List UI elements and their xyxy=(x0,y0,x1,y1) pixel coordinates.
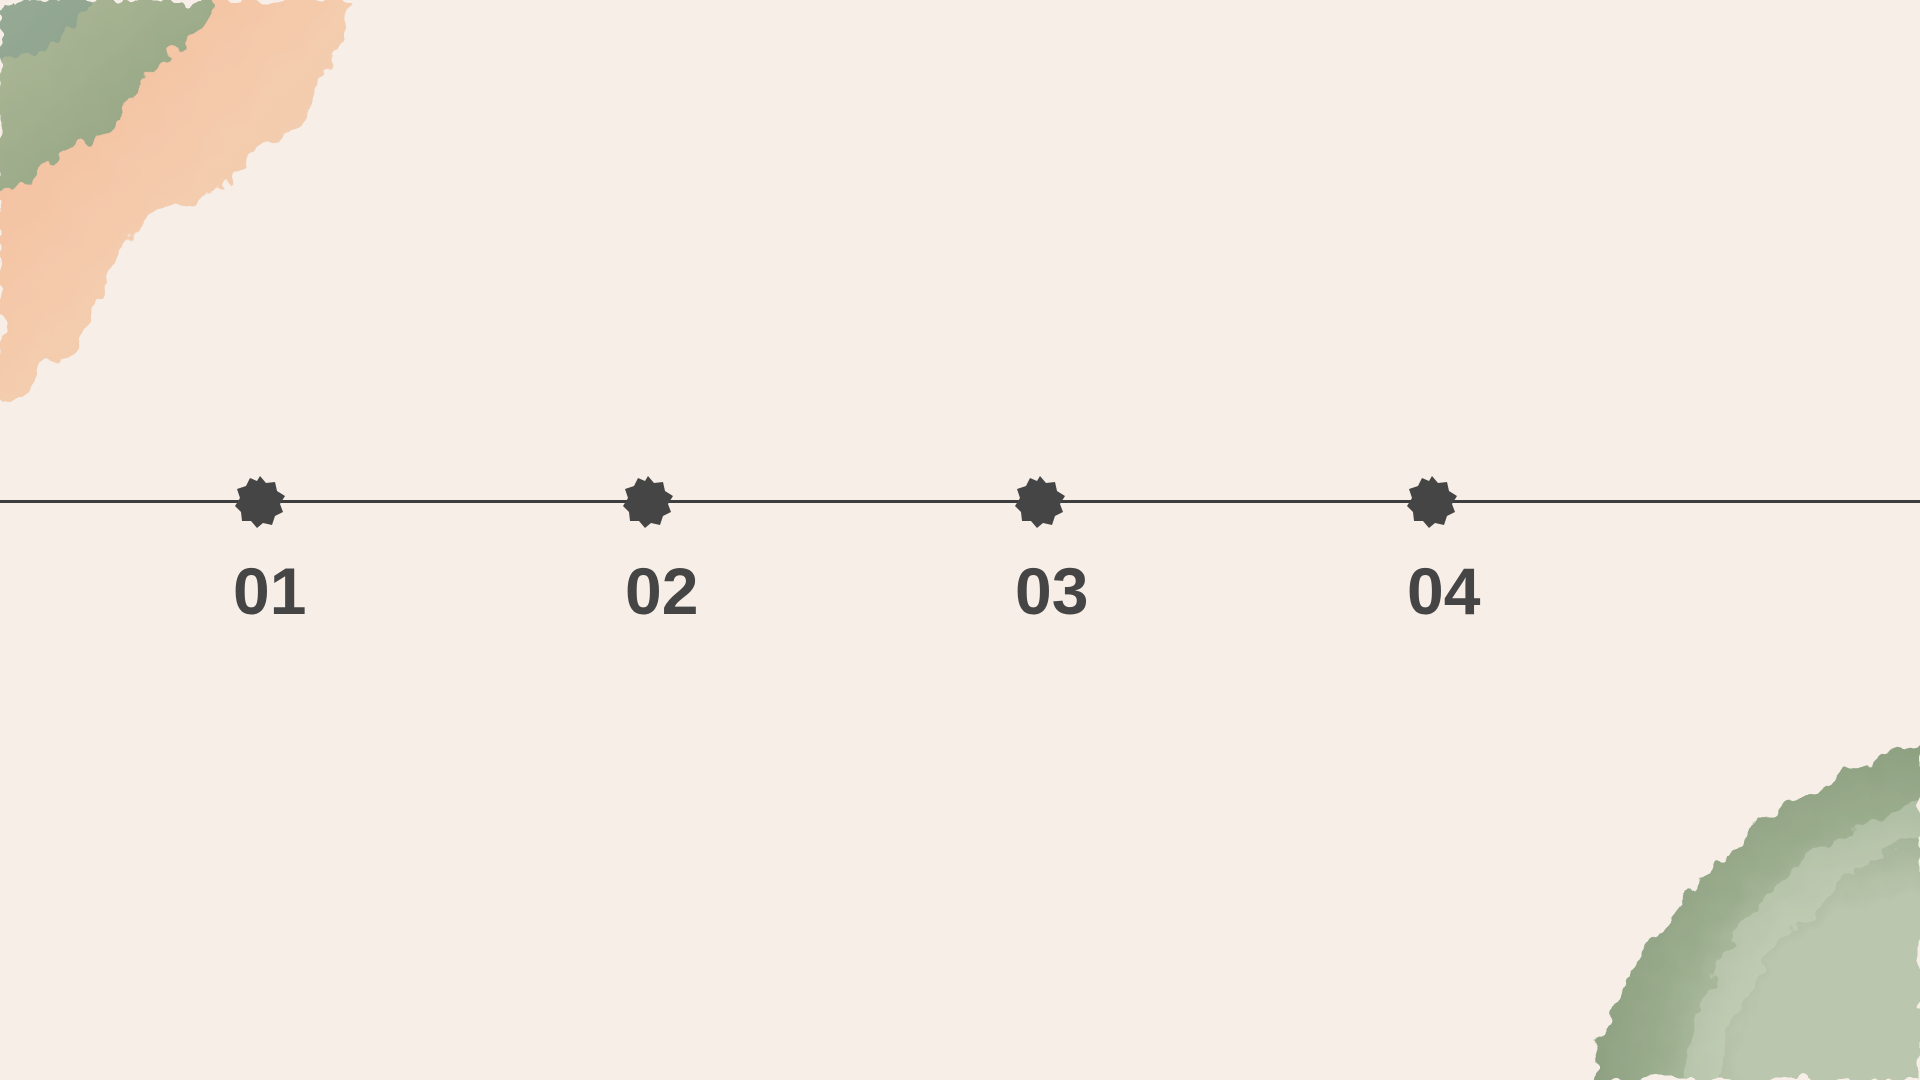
bottom-right-watercolor xyxy=(1590,745,1920,1080)
octagram-marker-icon xyxy=(1407,476,1457,528)
timeline-marker-02 xyxy=(623,476,673,528)
timeline-step-label: 04 xyxy=(1407,554,1481,628)
timeline-marker-04 xyxy=(1407,476,1457,528)
octagram-marker-icon xyxy=(235,476,285,528)
timeline-step-label: 03 xyxy=(1015,554,1089,628)
timeline-line xyxy=(0,500,1920,503)
timeline-marker-03 xyxy=(1015,476,1065,528)
timeline-step-label: 02 xyxy=(625,554,699,628)
timeline-marker-01 xyxy=(235,476,285,528)
octagram-marker-icon xyxy=(1015,476,1065,528)
octagram-marker-icon xyxy=(623,476,673,528)
timeline-step-label: 01 xyxy=(233,554,307,628)
top-left-watercolor xyxy=(0,0,350,400)
